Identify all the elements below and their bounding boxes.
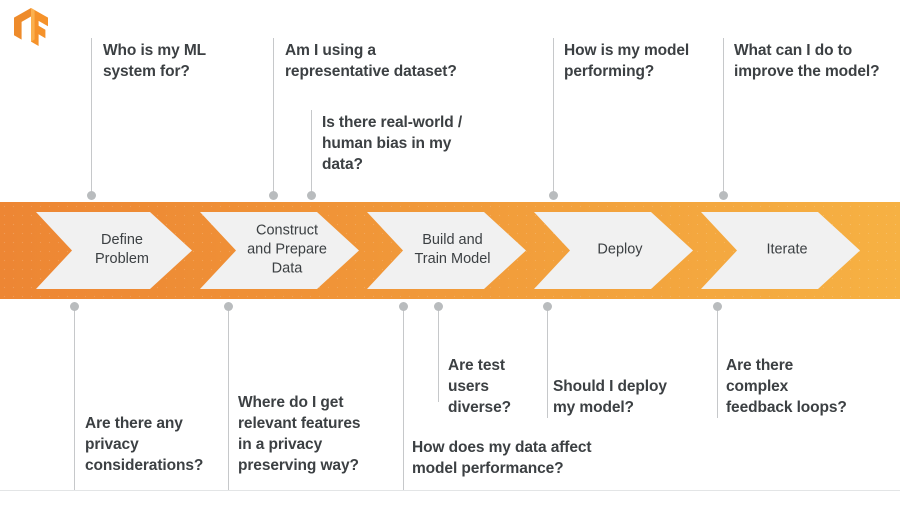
connector-dot-data-affect-model-performance (399, 302, 408, 311)
connector-line-relevant-features-privacy (228, 308, 229, 490)
question-real-world-human-bias: Is there real-world / human bias in my d… (322, 114, 463, 173)
connector-line-how-is-my-model-performing (553, 38, 554, 196)
question-privacy-considerations: Are there any privacy considerations? (85, 415, 204, 474)
question-complex-feedback-loops: Are there complex feedback loops? (726, 357, 847, 416)
bottom-divider (0, 490, 900, 491)
connector-dot-should-i-deploy-my-model (543, 302, 552, 311)
connector-line-privacy-considerations (74, 308, 75, 490)
connector-dot-real-world-human-bias (307, 191, 316, 200)
connector-line-complex-feedback-loops (717, 308, 718, 418)
question-are-test-users-diverse: Are test users diverse? (448, 357, 511, 416)
question-relevant-features-privacy: Where do I get relevant features in a pr… (238, 394, 361, 474)
question-improve-the-model: What can I do to improve the model? (734, 42, 880, 80)
connector-line-should-i-deploy-my-model (547, 308, 548, 418)
connector-dot-complex-feedback-loops (713, 302, 722, 311)
connector-dot-who-is-my-ml-system-for (87, 191, 96, 200)
connector-dot-representative-dataset (269, 191, 278, 200)
connector-line-improve-the-model (723, 38, 724, 196)
connector-line-are-test-users-diverse (438, 308, 439, 402)
chevron-build-train-model[interactable] (367, 212, 526, 289)
chevron-iterate[interactable] (701, 212, 860, 289)
chevron-group (36, 212, 860, 289)
chevron-deploy[interactable] (534, 212, 693, 289)
chevron-construct-prepare-data[interactable] (200, 212, 359, 289)
connector-dot-are-test-users-diverse (434, 302, 443, 311)
question-who-is-my-ml-system-for: Who is my ML system for? (103, 42, 206, 80)
connector-line-real-world-human-bias (311, 110, 312, 196)
question-how-is-my-model-performing: How is my model performing? (564, 42, 690, 80)
connector-dot-how-is-my-model-performing (549, 191, 558, 200)
connector-line-representative-dataset (273, 38, 274, 196)
connector-dot-improve-the-model (719, 191, 728, 200)
question-data-affect-model-performance: How does my data affect model performanc… (412, 439, 592, 477)
connector-dot-privacy-considerations (70, 302, 79, 311)
connector-line-data-affect-model-performance (403, 308, 404, 490)
chevron-define-problem[interactable] (36, 212, 192, 289)
question-should-i-deploy-my-model: Should I deploy my model? (553, 378, 667, 416)
connector-dot-relevant-features-privacy (224, 302, 233, 311)
connector-line-who-is-my-ml-system-for (91, 38, 92, 196)
question-representative-dataset: Am I using a representative dataset? (285, 42, 457, 80)
tensorflow-logo-icon (14, 8, 48, 46)
